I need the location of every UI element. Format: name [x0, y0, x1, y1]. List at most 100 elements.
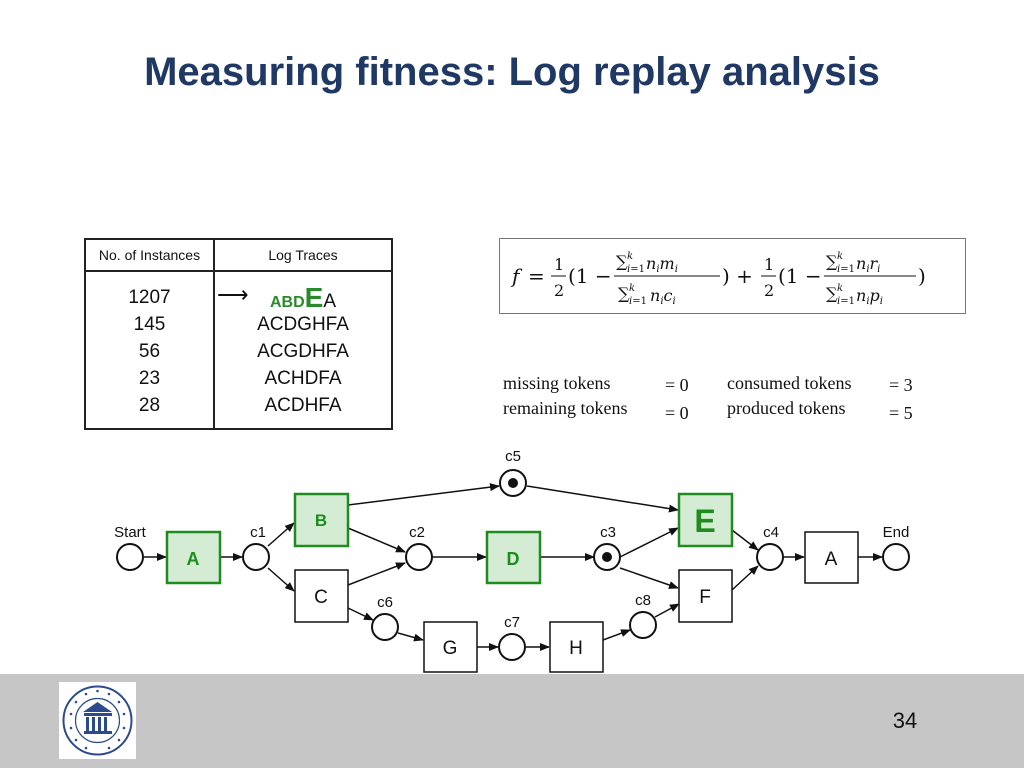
- place-c2: [405, 543, 433, 571]
- formula-graphic: f = 1 2 (1 − ∑ k i=1 nimi ∑ k i=1 nici )…: [510, 251, 926, 307]
- label-f: F: [699, 587, 711, 608]
- svg-text:∑: ∑: [616, 252, 628, 271]
- consumed-tokens-value: = 3: [889, 375, 913, 395]
- svg-text:∑: ∑: [826, 284, 838, 303]
- place-c6: [371, 613, 399, 641]
- trace-suffix: A: [323, 291, 337, 312]
- header-instances: No. of Instances: [86, 240, 213, 272]
- place-end: [882, 543, 910, 571]
- place-c8: [629, 611, 657, 639]
- instance-cell: 1207: [128, 287, 171, 308]
- label-c6: c6: [377, 594, 393, 611]
- svg-text:nimi: nimi: [646, 254, 678, 275]
- trace-cell: ACHDFA: [264, 368, 342, 389]
- transition-f: [678, 569, 733, 623]
- svg-text:2: 2: [764, 281, 774, 300]
- transition-h: [549, 621, 604, 673]
- petri-net: Start c1 c2 c3 c4 c5 c6 c7 c8 End A B D …: [114, 448, 910, 673]
- transition-g: [423, 621, 478, 673]
- svg-text:k: k: [837, 251, 843, 262]
- trace-cell: ACDHFA: [264, 395, 342, 416]
- trace-highlight: E: [304, 282, 324, 313]
- label-start: Start: [114, 524, 147, 541]
- svg-text:(1 −: (1 −: [778, 264, 822, 288]
- label-e: E: [694, 503, 715, 539]
- trace-prefix: ABD: [269, 294, 305, 311]
- missing-tokens-value: = 0: [665, 375, 689, 395]
- place-start: [116, 543, 144, 571]
- transition-a-end: [804, 531, 859, 584]
- net-arcs: [144, 483, 883, 651]
- label-b: B: [315, 511, 327, 530]
- remaining-tokens-label: remaining tokens: [503, 398, 628, 418]
- svg-text:) +: ) +: [722, 264, 753, 288]
- label-g: G: [443, 638, 458, 659]
- svg-text:i=1: i=1: [629, 296, 647, 307]
- label-c3: c3: [600, 524, 616, 541]
- transition-b: [293, 492, 350, 548]
- svg-text:1: 1: [554, 255, 564, 274]
- transition-c: [294, 569, 349, 623]
- label-c5: c5: [505, 448, 521, 465]
- header-traces: Log Traces: [215, 240, 391, 272]
- label-c2: c2: [409, 524, 425, 541]
- remaining-tokens-value: = 0: [665, 403, 689, 423]
- place-c7: [498, 633, 526, 661]
- svg-text:k: k: [627, 251, 633, 262]
- svg-text:i=1: i=1: [837, 296, 855, 307]
- svg-text:): ): [918, 264, 926, 288]
- trace-cell: ACGDHFA: [257, 341, 349, 362]
- svg-text:i=1: i=1: [837, 264, 855, 275]
- label-d: D: [507, 549, 520, 569]
- trace-cell-highlighted: ABDEA: [215, 282, 391, 313]
- footer-band: [0, 674, 1024, 768]
- svg-text:i=1: i=1: [627, 264, 645, 275]
- place-c1: [242, 543, 270, 571]
- label-c1: c1: [250, 524, 266, 541]
- transition-a-start: [165, 530, 222, 585]
- svg-text:(1 −: (1 −: [568, 264, 612, 288]
- label-end: End: [883, 524, 910, 541]
- label-c: C: [314, 587, 328, 608]
- svg-text:nipi: nipi: [856, 286, 883, 307]
- university-seal-logo: [59, 682, 136, 759]
- svg-text:nici: nici: [650, 286, 676, 307]
- transition-d: [485, 530, 542, 585]
- label-c4: c4: [763, 524, 779, 541]
- table-divider: [213, 240, 215, 428]
- label-h: H: [569, 638, 583, 659]
- svg-text:∑: ∑: [826, 252, 838, 271]
- svg-text:∑: ∑: [618, 284, 630, 303]
- svg-text:k: k: [837, 283, 843, 294]
- instance-cell: 145: [133, 314, 166, 335]
- svg-text:1: 1: [764, 255, 774, 274]
- svg-text:=: =: [528, 264, 545, 288]
- traces-column: ABDEA ACDGHFA ACGDHFA ACHDFA ACDHFA: [215, 284, 391, 419]
- svg-text:k: k: [629, 283, 635, 294]
- trace-cell: ACDGHFA: [257, 314, 349, 335]
- missing-tokens-label: missing tokens: [503, 373, 611, 393]
- consumed-tokens-label: consumed tokens: [727, 373, 852, 393]
- label-c8: c8: [635, 592, 651, 609]
- fitness-formula: f = 1 2 (1 − ∑ k i=1 nimi ∑ k i=1 nici )…: [499, 238, 966, 314]
- label-c7: c7: [504, 614, 520, 631]
- page-title: Measuring fitness: Log replay analysis: [144, 50, 880, 94]
- seal-graphic: [59, 682, 136, 759]
- token-c5: [508, 478, 518, 488]
- instance-cell: 23: [138, 368, 161, 389]
- label-a-end: A: [825, 549, 838, 570]
- instances-column: 1207 145 56 23 28: [86, 284, 213, 419]
- arrow-right-icon: ⟶: [217, 282, 249, 307]
- log-table: No. of Instances Log Traces 1207 145 56 …: [84, 238, 393, 430]
- token-c3: [602, 552, 612, 562]
- transition-e: [677, 492, 734, 548]
- net-places: [116, 469, 910, 661]
- label-a-start: A: [187, 549, 200, 569]
- instance-cell: 28: [138, 395, 161, 416]
- place-c4: [756, 543, 784, 571]
- produced-tokens-value: = 5: [889, 403, 913, 423]
- produced-tokens-label: produced tokens: [727, 398, 846, 418]
- svg-text:niri: niri: [856, 254, 880, 275]
- svg-text:2: 2: [554, 281, 564, 300]
- page-number: 34: [892, 708, 918, 733]
